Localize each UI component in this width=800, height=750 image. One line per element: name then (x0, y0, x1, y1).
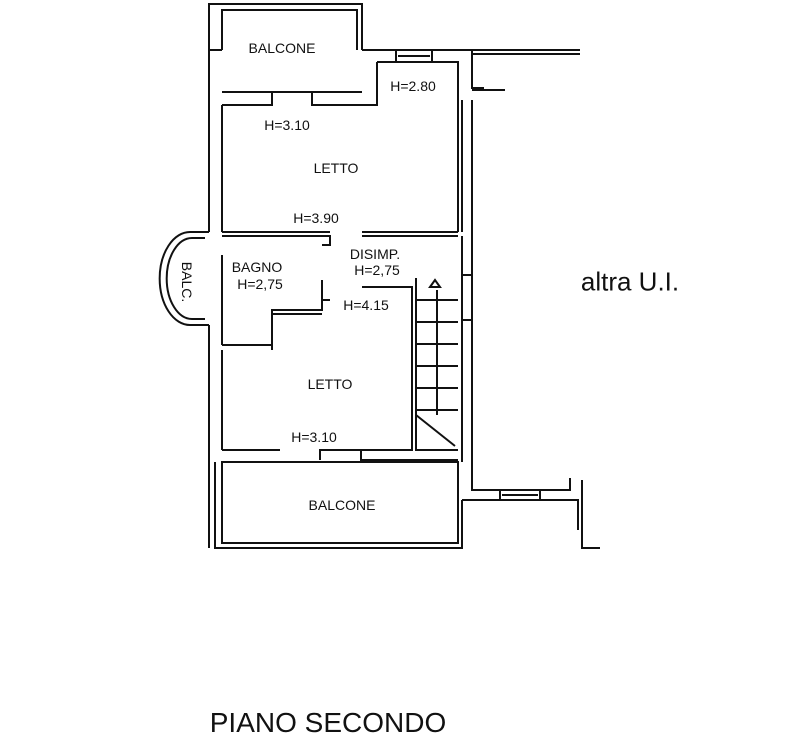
top-wall (222, 49, 580, 232)
balcone-top-walls (208, 3, 363, 93)
balc-side-walls (158, 231, 209, 326)
height-label: H=3.10 (291, 429, 337, 445)
room-label-balcone-top: BALCONE (248, 40, 316, 56)
right-wall (461, 100, 600, 549)
room-label-bagno: BAGNO (231, 259, 283, 275)
height-label: H=2.80 (390, 78, 436, 94)
staircase (415, 278, 458, 451)
room-label-balcone-bottom: BALCONE (308, 497, 376, 513)
balcone-bottom-walls (214, 461, 463, 549)
height-label: H=3.90 (293, 210, 339, 226)
room-label-balc-side: BALC. (179, 261, 195, 303)
partitions (222, 231, 458, 461)
height-label: H=3.10 (264, 117, 310, 133)
height-label: H=2,75 (354, 262, 400, 278)
room-label-letto-bottom: LETTO (307, 376, 353, 392)
left-wall (208, 49, 223, 548)
room-label-letto-top: LETTO (313, 160, 359, 176)
floor-title: PIANO SECONDO (209, 707, 447, 738)
room-label-disimp: DISIMP. (349, 246, 401, 262)
height-label: H=4.15 (343, 297, 389, 313)
neighbor-unit-label: altra U.I. (580, 266, 680, 297)
height-label: H=2,75 (237, 276, 283, 292)
